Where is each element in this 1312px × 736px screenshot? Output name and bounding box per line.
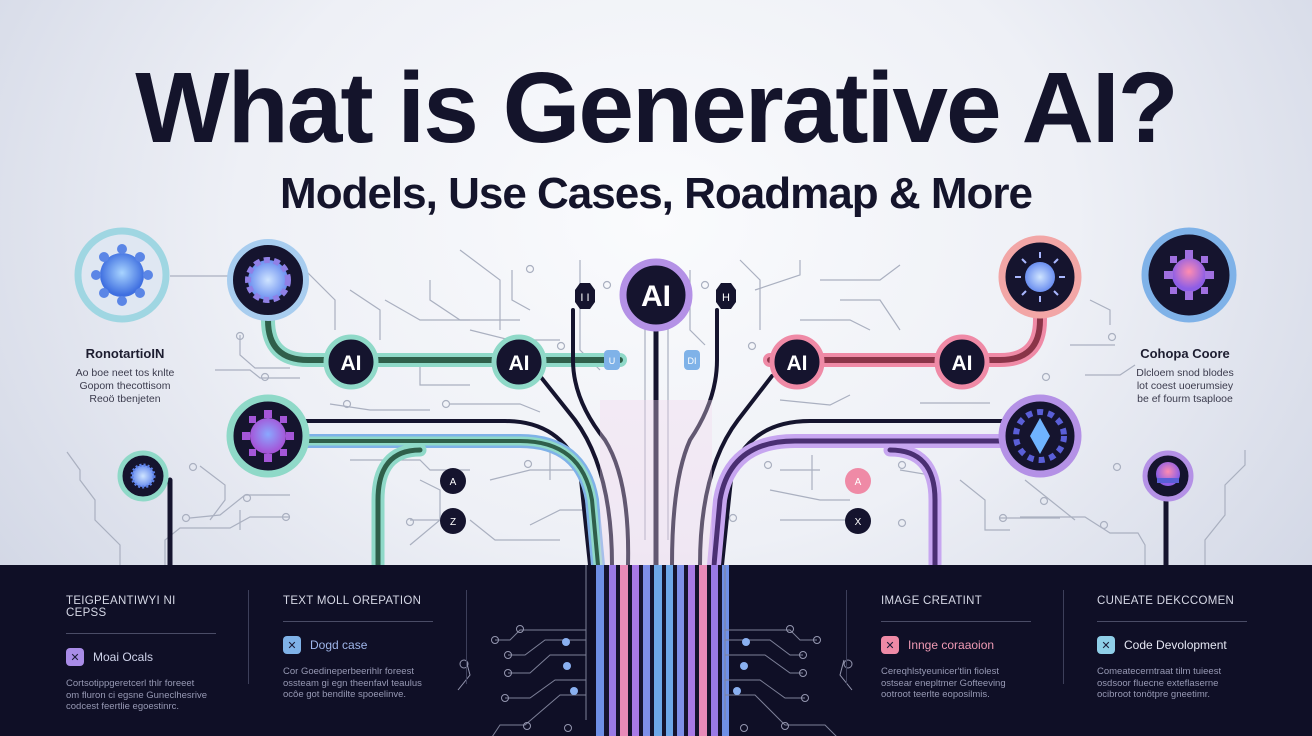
inner-node-mid-right	[998, 394, 1082, 478]
card-item-label: Innge coraaoion	[908, 638, 995, 652]
card-description-line: Comeatecerntraat tilm tuieest	[1097, 666, 1222, 677]
card-description-line: Cortsotippgeretcerl thlr foreeet	[66, 678, 195, 689]
svg-text:U: U	[609, 356, 616, 366]
svg-text:AI: AI	[341, 352, 362, 375]
card-item-label: Moai Ocals	[93, 650, 154, 664]
bottom-panel: TEIGPEANTIWYI NI CEPSS ✕ Moai Ocals Cort…	[0, 565, 1312, 736]
outer-node-top-right	[1141, 227, 1237, 323]
card-category: IMAGE CREATINT	[881, 595, 1031, 622]
left-label-line: Gopom thecottisom	[79, 380, 171, 392]
small-node-lower-right	[1142, 450, 1194, 502]
card-category: TEIGPEANTIWYI NI CEPSS	[66, 595, 216, 634]
inner-node-top-left	[227, 239, 309, 321]
ai-node-right-1: AI	[769, 334, 825, 390]
chip-lower-left-1: A	[440, 468, 466, 494]
page-subtitle: Models, Use Cases, Roadmap & More	[280, 169, 1033, 218]
left-label-line: Ao boe neet tos knlte	[75, 367, 175, 379]
card-item[interactable]: ✕ Moai Ocals	[66, 648, 216, 666]
x-icon: ✕	[66, 648, 84, 666]
outer-node-top-left	[74, 227, 170, 323]
card-description-line: osdsoor fluecne exteflaserne	[1097, 677, 1219, 689]
use-case-card: TEIGPEANTIWYI NI CEPSS ✕ Moai Ocals Cort…	[66, 595, 216, 713]
chip-top-left: I I	[575, 283, 595, 309]
bottom-circuit-pads	[459, 625, 853, 732]
card-description-line: ocôe got bendilte spoeelinve.	[283, 689, 407, 700]
left-branch-lines	[167, 293, 631, 572]
card-category: CUNEATE DEKCCOMEN	[1097, 595, 1247, 622]
use-case-card: CUNEATE DEKCCOMEN ✕ Code Devolopment Com…	[1097, 595, 1247, 701]
card-item-label: Code Devolopment	[1124, 638, 1227, 652]
card-item-label: Dogd case	[310, 638, 368, 652]
svg-text:AI: AI	[952, 352, 973, 375]
left-label-heading: RonotartioIN	[85, 346, 165, 361]
ai-node-left-2: AI	[491, 334, 547, 390]
svg-text:AI: AI	[641, 280, 671, 313]
circuit-pads	[181, 264, 1122, 530]
svg-text:X: X	[855, 517, 862, 528]
x-icon: ✕	[283, 636, 301, 654]
chip-top-right: H	[716, 283, 736, 309]
card-item[interactable]: ✕ Code Devolopment	[1097, 636, 1247, 654]
divider	[1063, 590, 1064, 684]
center-stripes	[596, 565, 729, 736]
svg-text:AI: AI	[509, 352, 530, 375]
svg-text:AI: AI	[787, 352, 808, 375]
right-label-line: be ef fourm tsaplooe	[1137, 393, 1233, 405]
right-label-line: lot coest uoerumsiey	[1136, 380, 1234, 392]
card-description-line: Cor Goedineperbeerihlr foreest	[283, 666, 414, 677]
right-label-line: Dlcloem snod blodes	[1136, 367, 1234, 379]
use-case-card: TEXT MOLL OREPATION ✕ Dogd case Cor Goed…	[283, 595, 433, 701]
left-label-line: Reoö tbenjeten	[89, 393, 161, 405]
bottom-circuit-art	[457, 565, 853, 736]
card-description-line: ocibroot tonötpre gneetimr.	[1097, 689, 1211, 700]
chip-mid-right: DI	[684, 350, 700, 370]
chip-lower-left-2: Z	[440, 508, 466, 534]
card-description-line: om fluron ci egsne Guneclhesrive	[66, 689, 207, 701]
center-glow	[600, 400, 712, 565]
svg-text:DI: DI	[688, 356, 697, 366]
card-description-line: codcest feertlie egoestinrc.	[66, 701, 180, 712]
chip-lower-right-2: X	[845, 508, 871, 534]
inner-node-top-right	[998, 235, 1082, 319]
chip-lower-right-1: A	[845, 468, 871, 494]
card-description-line: ossteam gi egn theenfavl teaulus	[283, 677, 422, 689]
card-item[interactable]: ✕ Innge coraaoion	[881, 636, 1031, 654]
divider	[846, 590, 847, 684]
chip-mid-left: U	[604, 350, 620, 370]
ai-node-left-1: AI	[323, 334, 379, 390]
page-title: What is Generative AI?	[135, 52, 1178, 164]
card-category: TEXT MOLL OREPATION	[283, 595, 433, 622]
left-side-label: RonotartioIN Ao boe neet tos knlte Gopom…	[40, 346, 210, 406]
ai-node-center: AI	[619, 258, 693, 332]
divider	[248, 590, 249, 684]
divider	[466, 590, 467, 684]
right-label-heading: Cohopa Coore	[1140, 346, 1230, 361]
svg-text:I I: I I	[580, 292, 589, 304]
svg-text:A: A	[450, 477, 457, 488]
right-branch-lines	[653, 293, 1169, 572]
card-description-line: ostsear enepltmer Gofteeving	[881, 677, 1006, 689]
svg-text:A: A	[855, 477, 862, 488]
card-item[interactable]: ✕ Dogd case	[283, 636, 433, 654]
bottom-circuit-traces	[492, 565, 837, 736]
use-case-card: IMAGE CREATINT ✕ Innge coraaoion Cereqhl…	[881, 595, 1031, 701]
inner-node-mid-left	[226, 394, 310, 478]
x-icon: ✕	[1097, 636, 1115, 654]
svg-text:H: H	[722, 292, 730, 304]
right-side-label: Cohopa Coore Dlcloem snod blodes lot coe…	[1100, 346, 1270, 406]
card-description-line: ootroot teerlte eoposilmis.	[881, 689, 990, 700]
ai-node-right-2: AI	[934, 334, 990, 390]
x-icon: ✕	[881, 636, 899, 654]
small-node-lower-left	[117, 450, 169, 502]
svg-text:Z: Z	[450, 517, 456, 528]
bottom-glow-dots	[562, 638, 750, 695]
card-description-line: Cereqhlstyeunicer'tlin fiolest	[881, 666, 999, 677]
